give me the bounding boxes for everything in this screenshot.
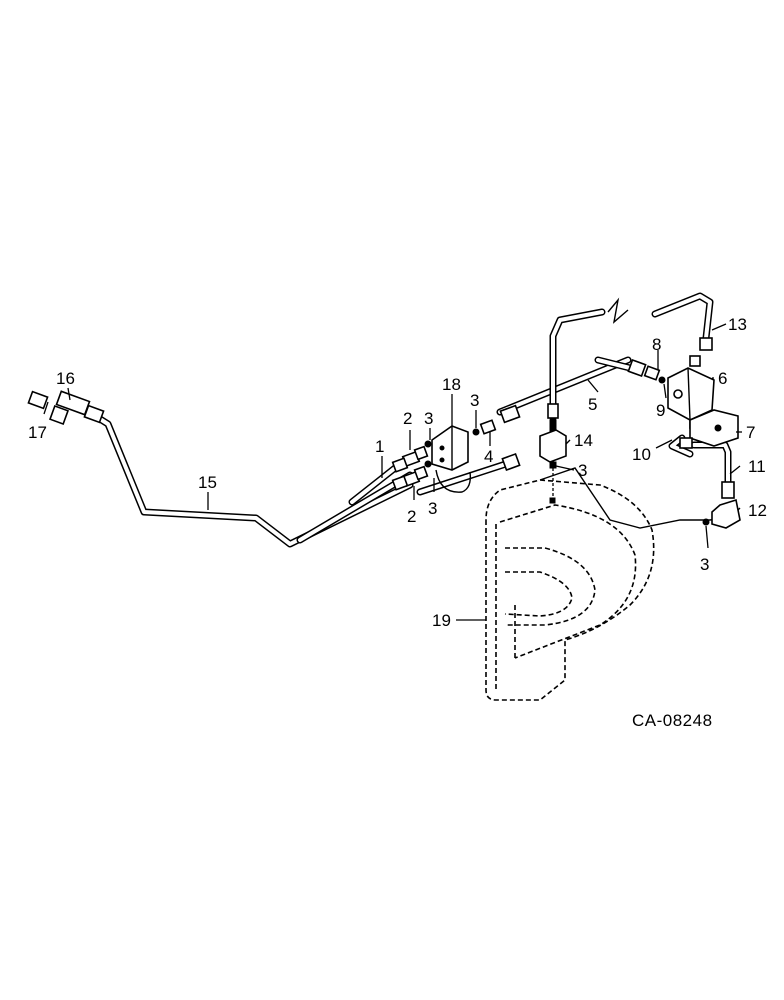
- callout-14: 14: [574, 431, 593, 450]
- callout-18: 18: [442, 375, 461, 394]
- fittings-8-9: [627, 358, 666, 384]
- callout-17: 17: [28, 423, 47, 442]
- callout-2a: 2: [403, 409, 412, 428]
- pipe-group-center: [416, 356, 634, 496]
- callout-3a: 3: [424, 409, 433, 428]
- callout-1: 1: [375, 437, 384, 456]
- callout-12: 12: [748, 501, 767, 520]
- callout-5: 5: [588, 395, 597, 414]
- fitting-11: [721, 481, 735, 499]
- callout-2b: 2: [407, 507, 416, 526]
- callout-15: 15: [198, 473, 217, 492]
- callout-10: 10: [632, 445, 651, 464]
- callout-3c: 3: [470, 391, 479, 410]
- callout-9: 9: [656, 401, 665, 420]
- reservoir-outline: [485, 479, 655, 701]
- callout-16: 16: [56, 369, 75, 388]
- valve-18: [431, 425, 472, 493]
- callout-6: 6: [718, 369, 727, 388]
- callout-4: 4: [484, 447, 493, 466]
- fittings-3-4: [472, 404, 521, 472]
- elbow-12: [702, 498, 741, 529]
- fitting-10: [679, 437, 693, 449]
- callout-3b: 3: [428, 499, 437, 518]
- fittings-2-3: [391, 440, 432, 491]
- callout-8: 8: [652, 335, 661, 354]
- callout-19: 19: [432, 611, 451, 630]
- callout-labels: 1 2 2 3 3 3 3 3 4 5 6 7 8 9 10 11 12 13 …: [28, 315, 767, 630]
- tee-fitting-16: [49, 390, 105, 425]
- pipe-13: [549, 292, 714, 444]
- callout-3e: 3: [700, 555, 709, 574]
- callout-13: 13: [728, 315, 747, 334]
- fitting-17: [27, 390, 49, 410]
- callout-11: 11: [748, 457, 766, 476]
- leader-lines: [43, 323, 742, 621]
- callout-7: 7: [746, 423, 755, 442]
- tee-14: [539, 403, 567, 504]
- drawing-code: CA-08248: [632, 711, 713, 730]
- pipe-15: [88, 410, 414, 548]
- pipe-13-fitting: [699, 337, 713, 351]
- callout-3d: 3: [578, 461, 587, 480]
